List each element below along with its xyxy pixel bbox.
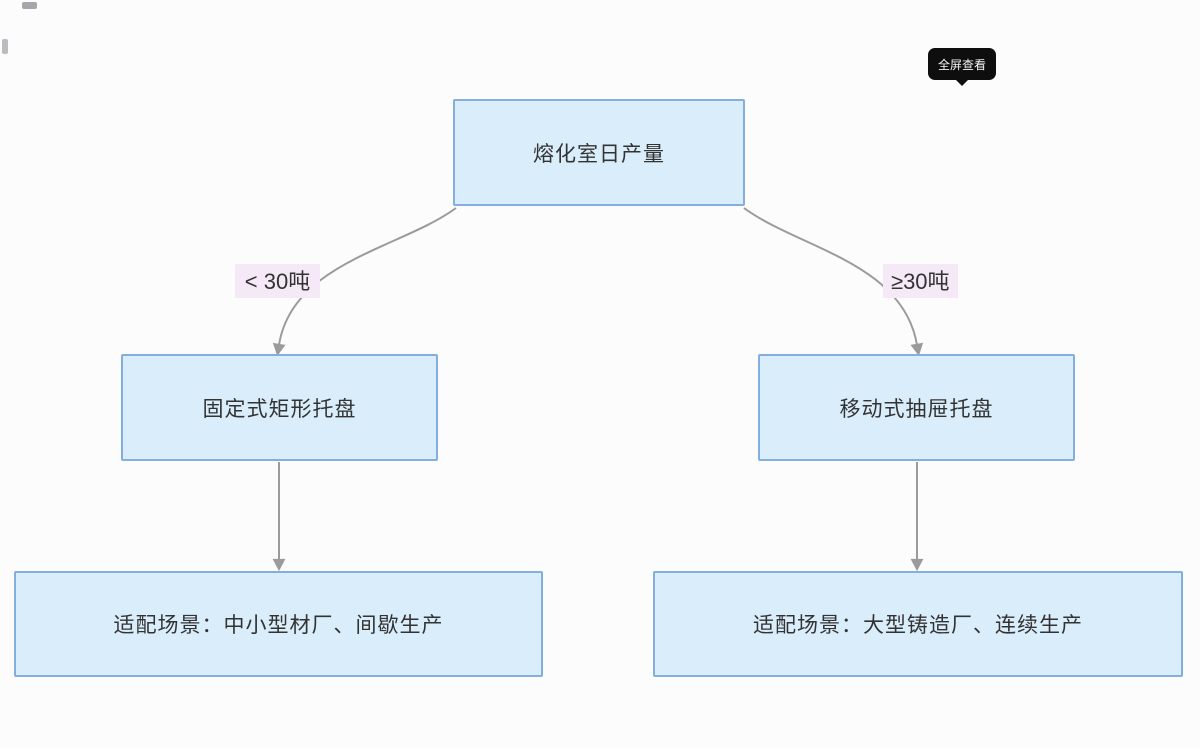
fullscreen-tooltip-label: 全屏查看 [938, 57, 987, 72]
node-scenario-right: 适配场景：大型铸造厂、连续生产 [653, 571, 1183, 677]
edge-artifact-top [22, 2, 37, 9]
node-fixed-rect-tray-label: 固定式矩形托盘 [202, 397, 357, 421]
fullscreen-tooltip: 全屏查看 [928, 48, 997, 80]
edge-label-under-30t-text: < 30吨 [244, 269, 311, 294]
edge-artifact-left [2, 39, 8, 54]
node-root-label: 熔化室日产量 [533, 142, 665, 166]
node-root-melting-output: 熔化室日产量 [453, 99, 745, 206]
edge-label-over-30t-text: ≥30吨 [891, 269, 950, 294]
node-mobile-drawer-tray-label: 移动式抽屉托盘 [839, 397, 994, 421]
node-scenario-right-label: 适配场景：大型铸造厂、连续生产 [753, 614, 1083, 637]
edge-label-over-30t: ≥30吨 [883, 264, 958, 298]
node-mobile-drawer-tray: 移动式抽屉托盘 [758, 354, 1075, 461]
node-scenario-left-label: 适配场景：中小型材厂、间歇生产 [113, 614, 444, 637]
edge-label-under-30t: < 30吨 [235, 264, 320, 298]
node-scenario-left: 适配场景：中小型材厂、间歇生产 [14, 571, 543, 677]
node-fixed-rect-tray: 固定式矩形托盘 [121, 354, 438, 461]
